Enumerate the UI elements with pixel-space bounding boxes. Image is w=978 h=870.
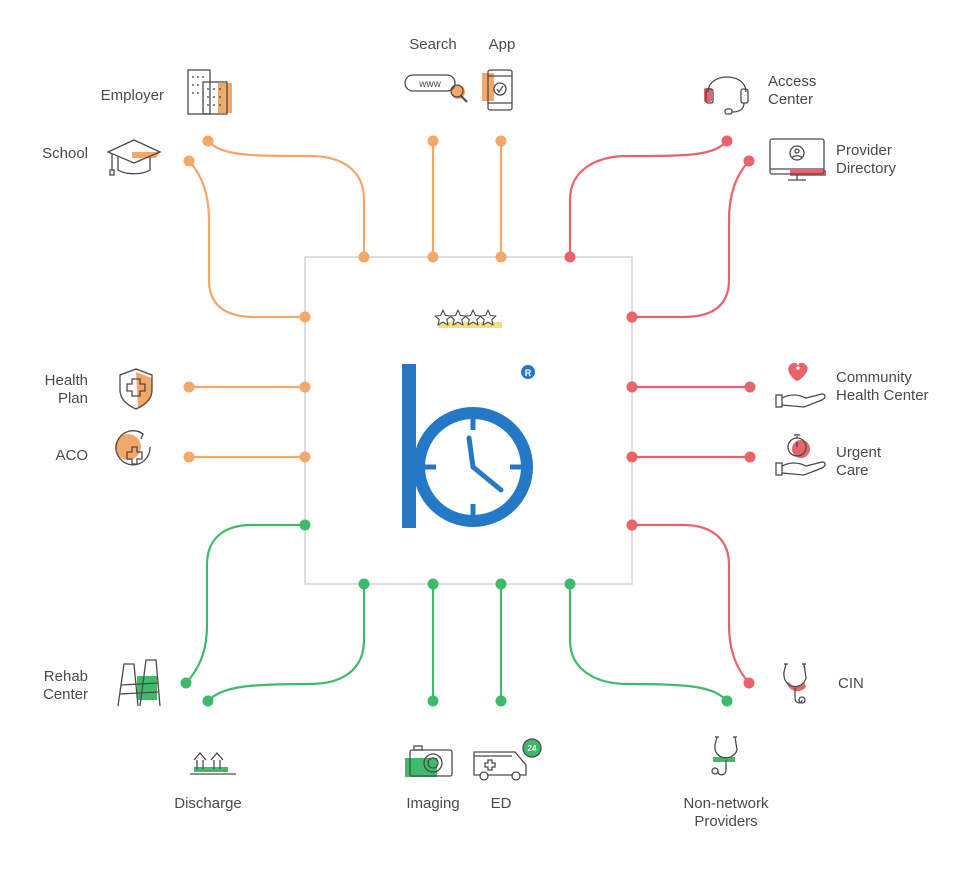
stethoscope-icon xyxy=(783,663,807,704)
label-provider-directory: Provider Directory xyxy=(836,142,897,177)
monitor-search-icon xyxy=(769,138,826,181)
label-ed: ED xyxy=(490,795,512,812)
label-employer: Employer xyxy=(100,87,164,104)
office-building-icon xyxy=(187,69,232,115)
shield-cross-icon xyxy=(119,368,153,410)
label-community-health-center: Community Health Center xyxy=(836,369,929,404)
brand-logo: R xyxy=(402,309,535,528)
label-access-center: Access Center xyxy=(768,73,817,108)
headset-icon xyxy=(704,76,749,115)
line-rehab xyxy=(184,523,307,685)
hand-stopwatch-icon xyxy=(775,434,826,476)
label-non-network-providers: Non-network Providers xyxy=(683,795,769,830)
line-discharge xyxy=(206,582,366,703)
camera-icon xyxy=(405,745,453,777)
line-provider-directory xyxy=(630,159,751,319)
line-school xyxy=(187,159,307,319)
stethoscope-icon xyxy=(711,736,738,776)
circular-cross-icon xyxy=(115,430,151,466)
svg-text:24: 24 xyxy=(528,744,537,753)
logo-stem xyxy=(402,364,416,528)
mobile-app-icon xyxy=(482,69,513,111)
hand-heart-icon xyxy=(775,362,826,408)
line-access-center xyxy=(568,139,729,259)
walker-icon xyxy=(117,659,161,707)
connector-dots xyxy=(180,135,756,707)
graduation-cap-icon xyxy=(106,139,162,176)
line-cin xyxy=(630,523,751,685)
up-arrows-icon xyxy=(190,752,236,775)
label-school: School xyxy=(42,145,88,162)
label-discharge: Discharge xyxy=(174,795,242,812)
rating-stars-icon xyxy=(434,309,502,328)
line-employer xyxy=(206,139,366,259)
label-search: Search xyxy=(409,36,457,53)
svg-text:www: www xyxy=(418,79,441,90)
registered-mark: R xyxy=(525,368,532,378)
label-aco: ACO xyxy=(55,447,88,464)
label-imaging: Imaging xyxy=(406,795,460,812)
center-box xyxy=(304,256,633,585)
label-app: App xyxy=(488,36,516,53)
www-search-icon: www xyxy=(404,74,468,103)
line-non-network xyxy=(568,582,729,703)
label-health-plan: Health Plan xyxy=(44,372,88,407)
label-rehab-center: Rehab Center xyxy=(42,668,88,703)
label-cin: CIN xyxy=(838,675,864,692)
connector-lines xyxy=(184,139,752,703)
label-urgent-care: Urgent Care xyxy=(836,444,882,479)
ambulance-24-icon: 24 xyxy=(473,738,542,781)
